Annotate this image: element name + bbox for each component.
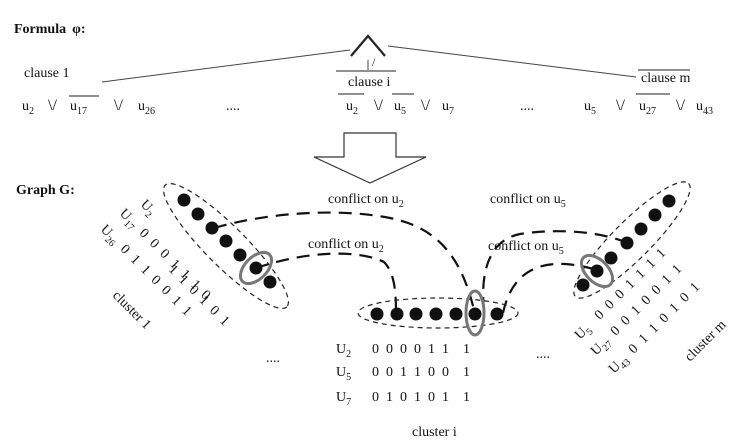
cluster-i: U2 0 0 0 0 1 1 1 U5 0 0 1 1 0 0 1 U7 0 1…	[336, 289, 519, 440]
graph-node	[620, 236, 634, 250]
cluster-1: U2 U17 0 0 0 1 1 1 0 U26 0 1 1 0 0 1 1 1…	[95, 182, 290, 333]
conflict-node-highlight	[238, 250, 274, 286]
clause-i-expression: u2 \/ u5 \/ u7	[338, 93, 454, 117]
graph-node	[233, 248, 247, 262]
cluster-boundary	[357, 297, 519, 329]
cluster-i-label: cluster i	[412, 425, 457, 440]
edge-to-clause-m	[387, 45, 637, 78]
graph-node	[490, 307, 504, 321]
and-node-symbol	[350, 34, 386, 57]
cluster-m: U5 0 0 0 1 1 1 1 U27 0 0 1 0 0 1 1 U43 0…	[572, 181, 729, 379]
literal: u7	[442, 99, 454, 117]
clause-m-label: clause m	[641, 71, 690, 86]
graph-node	[177, 193, 191, 207]
transform-arrow	[313, 132, 427, 184]
edge-to-clause-1	[101, 49, 351, 83]
literal: u5	[584, 99, 596, 117]
graph-node	[249, 261, 263, 275]
variable-label: U27	[588, 334, 615, 361]
graph-node	[648, 208, 662, 222]
variable-label: U17	[114, 206, 141, 233]
conflict-edge-u5-upper	[482, 230, 626, 311]
cluster-boundary	[573, 181, 691, 299]
literal: u17	[70, 99, 87, 117]
literal: u2	[346, 99, 358, 117]
conflict-edge-u2-upper	[213, 211, 476, 311]
literal: u27	[639, 99, 656, 117]
formula-ellipsis-right: ....	[520, 99, 534, 114]
variable-label: U26	[95, 222, 122, 249]
conflict-label: conflict on u5	[488, 239, 564, 257]
variable-label: U7	[336, 390, 351, 408]
conflict-node-highlight	[464, 289, 486, 337]
graph-node	[219, 234, 233, 248]
literal: u26	[138, 99, 155, 117]
graph-title: Graph G:	[16, 183, 75, 198]
bit-row: 0 0 1 1 0 0 1	[372, 365, 470, 380]
graph-node	[468, 307, 482, 321]
graph-ellipsis-right: ....	[536, 347, 550, 362]
graph-node	[576, 278, 590, 292]
conflict-edge-u5-lower	[501, 262, 598, 314]
variable-label: U2	[135, 197, 158, 220]
cluster-1-bit-rows: U2	[135, 197, 158, 220]
clause-1-expression: u2 \/ u17 \/ u26	[22, 95, 155, 117]
cluster-boundary	[162, 182, 290, 310]
graph-ellipsis-left: ....	[266, 351, 280, 366]
and-node-mark: /	[372, 55, 376, 69]
graph-node	[634, 222, 648, 236]
graph-node	[662, 194, 676, 208]
formula-ellipsis-left: ....	[226, 99, 240, 114]
graph-node	[191, 207, 205, 221]
graph-node	[370, 307, 384, 321]
graph-node	[429, 307, 443, 321]
clause-1-label: clause 1	[24, 66, 69, 81]
cluster-1-label: cluster 1	[109, 288, 153, 332]
graph-node	[409, 307, 423, 321]
or-symbol: \/	[374, 97, 383, 114]
literal: u43	[696, 99, 713, 117]
conflict-label: conflict on u5	[490, 192, 566, 210]
graph-node	[449, 307, 463, 321]
variable-label: U2	[336, 342, 351, 360]
variable-label: U5	[572, 322, 595, 345]
or-symbol: \/	[676, 97, 685, 114]
clause-i-label: clause i	[348, 75, 390, 90]
graph-node	[263, 275, 277, 289]
or-symbol: \/	[114, 97, 123, 114]
graph-node	[390, 307, 404, 321]
variable-label: U43	[606, 352, 633, 379]
graph-node	[205, 221, 219, 235]
conflict-node-highlight	[579, 253, 615, 289]
conflict-label: conflict on u2	[328, 192, 404, 210]
or-symbol: \/	[421, 97, 430, 114]
variable-label: U5	[336, 365, 351, 383]
cluster-m-label: cluster m	[682, 318, 729, 365]
clause-m-expression: u5 \/ u27 \/ u43	[584, 93, 713, 117]
graph-node	[604, 251, 618, 265]
conflict-label: conflict on u2	[308, 237, 384, 255]
conflict-edge-u2-lower	[255, 252, 398, 313]
literal: u2	[22, 99, 34, 117]
graph-node	[590, 264, 604, 278]
or-symbol: \/	[616, 97, 625, 114]
literal: u5	[394, 99, 406, 117]
bit-row: 0 1 0 1 0 1 1	[372, 390, 470, 405]
or-symbol: \/	[48, 97, 57, 114]
bit-row: 0 0 0 0 1 1 1	[372, 342, 470, 357]
